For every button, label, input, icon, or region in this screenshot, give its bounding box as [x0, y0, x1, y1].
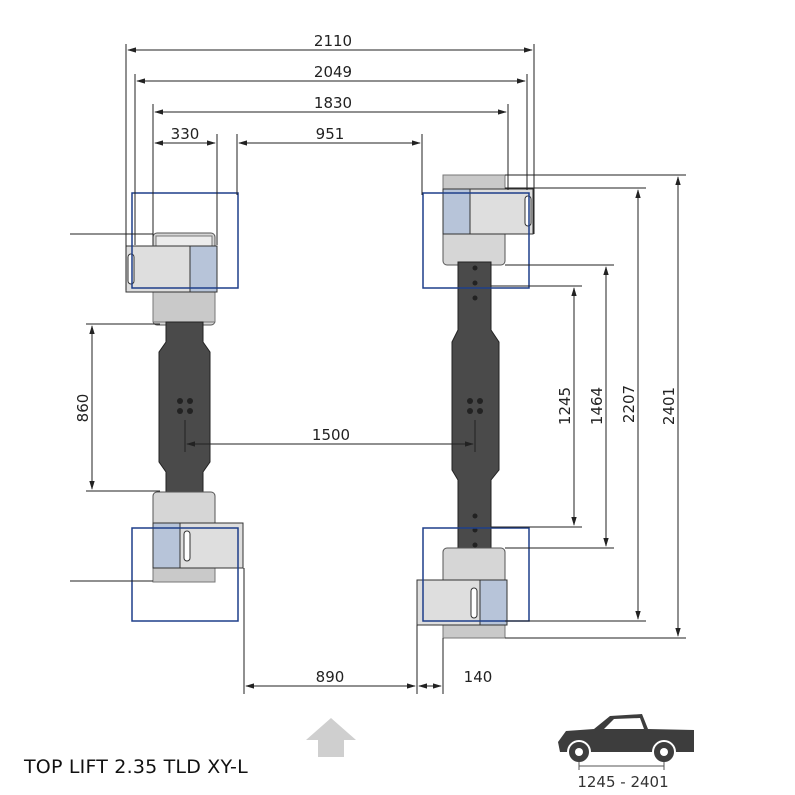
- dim-1500: 1500: [312, 426, 350, 444]
- dim-1830: 1830: [314, 94, 352, 112]
- arm-range-outlines: [131, 192, 530, 622]
- dim-140: 140: [464, 668, 493, 686]
- dim-2207: 2207: [620, 385, 638, 423]
- dim-330: 330: [171, 125, 200, 143]
- pickup-truck-icon: [558, 714, 694, 770]
- vehicle-range-label: 1245 - 2401: [577, 773, 668, 791]
- dim-2049: 2049: [314, 63, 352, 81]
- dim-2401: 2401: [660, 387, 678, 425]
- arrow-up-icon: [306, 718, 356, 757]
- dim-2110: 2110: [314, 32, 352, 50]
- right-column-body: [451, 261, 500, 554]
- right-top-arm: [442, 188, 471, 235]
- dim-951: 951: [316, 125, 345, 143]
- dim-1464: 1464: [588, 387, 606, 425]
- extension-lines: [70, 44, 686, 694]
- dimension-labels: 2110 2049 1830 330 951 860 1500 1245 146…: [74, 32, 678, 686]
- dim-1245: 1245: [556, 387, 574, 425]
- product-title: TOP LIFT 2.35 TLD XY-L: [24, 756, 248, 778]
- left-bottom-arm: [152, 522, 181, 569]
- left-column-body: [158, 321, 211, 498]
- dim-890: 890: [316, 668, 345, 686]
- dim-860: 860: [74, 394, 92, 423]
- right-column: [416, 174, 534, 639]
- left-top-arm: [125, 245, 191, 293]
- dimension-lines: [89, 47, 681, 689]
- left-column: [125, 232, 244, 583]
